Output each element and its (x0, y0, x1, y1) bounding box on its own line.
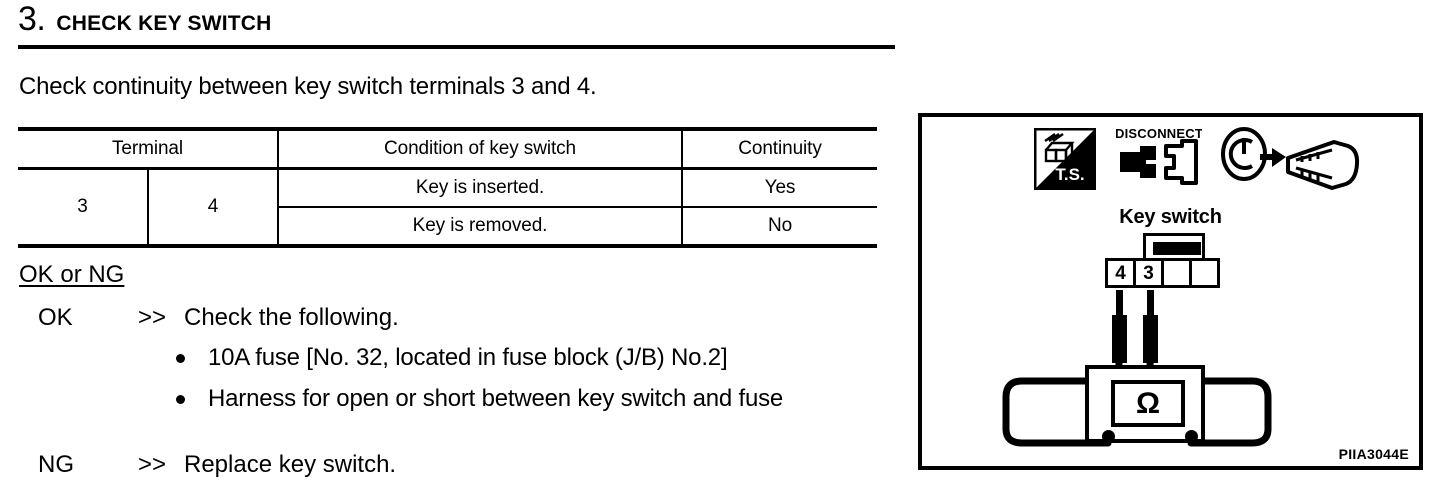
list-item: 10A fuse [No. 32, located in fuse block … (176, 342, 906, 373)
step-heading: 3. CHECK KEY SWITCH (18, 2, 272, 36)
key-switch-connector: 4 3 (1105, 233, 1239, 295)
continuity-table: Terminal Condition of key switch Continu… (18, 127, 877, 248)
figure-code: PIIA3044E (1338, 446, 1409, 462)
ohm-symbol-icon: Ω (1135, 386, 1161, 420)
cell-terminal-second: 4 (147, 167, 278, 244)
probe-tip-terminal-4 (1112, 315, 1127, 363)
intro-instruction: Check continuity between key switch term… (19, 73, 597, 100)
table-header-row: Terminal Condition of key switch Continu… (18, 127, 877, 169)
header-continuity: Continuity (681, 127, 877, 169)
step-title: CHECK KEY SWITCH (56, 12, 272, 35)
connector-cells: 4 3 (1105, 258, 1220, 288)
connector-cell-4: 4 (1105, 258, 1136, 288)
connector-cell-blank-2 (1189, 258, 1220, 288)
disconnect-icon: DISCONNECT (1116, 126, 1202, 185)
header-condition: Condition of key switch (277, 127, 682, 169)
heading-divider (18, 45, 895, 49)
cell-continuity-1: No (681, 206, 877, 244)
cell-condition-0: Key is inserted. (277, 167, 682, 207)
meter-terminal-right (1185, 430, 1198, 443)
table-row: Key is removed. No (18, 206, 877, 244)
judgement-ok-arrow: >> (138, 304, 167, 331)
list-item: Harness for open or short between key sw… (176, 383, 904, 414)
cell-condition-1: Key is removed. (277, 206, 682, 244)
table-bottom-rule (18, 242, 877, 248)
cell-continuity-0: Yes (681, 167, 877, 207)
wiring-diagram-panel: T.S. DISCONNECT Key switch (918, 113, 1423, 470)
judgement-ng-row: NG >> Replace key switch. (38, 450, 396, 480)
connector-cell-3: 3 (1133, 258, 1164, 288)
bullet-text: 10A fuse [No. 32, located in fuse block … (208, 344, 728, 371)
meter-terminal-left (1102, 430, 1115, 443)
svg-text:T.S.: T.S. (1055, 165, 1084, 184)
connector-tab (1143, 233, 1205, 261)
ohmmeter-display: Ω (1111, 380, 1185, 427)
judgement-ng-action: Replace key switch. (184, 451, 397, 478)
ohmmeter-body: Ω (1085, 365, 1205, 443)
judgement-heading: OK or NG (19, 261, 125, 288)
step-number: 3. (18, 0, 46, 38)
ts-icon: T.S. (1034, 128, 1096, 190)
bullet-dot-icon (176, 354, 185, 363)
bullet-dot-icon (176, 395, 185, 404)
header-terminal: Terminal (18, 127, 278, 169)
judgement-ok-row: OK >> Check the following. (38, 303, 399, 333)
probe-tip-terminal-3 (1143, 315, 1158, 363)
connector-tab-fill (1153, 242, 1201, 255)
judgement-ng-arrow: >> (138, 451, 167, 478)
judgement-ok-action: Check the following. (184, 304, 399, 331)
table-row: 3 4 Key is inserted. Yes (18, 167, 877, 244)
judgement-ng-label: NG (38, 451, 74, 478)
key-insert-icon (1221, 127, 1360, 190)
svg-text:DISCONNECT: DISCONNECT (1116, 126, 1202, 141)
cell-terminal-first: 3 (18, 167, 148, 244)
bullet-text: Harness for open or short between key sw… (208, 385, 784, 412)
component-label: Key switch (1119, 206, 1222, 228)
procedure-column: 3. CHECK KEY SWITCH Check continuity bet… (18, 2, 906, 480)
icon-row: T.S. DISCONNECT (1034, 124, 1374, 198)
judgement-ok-label: OK (38, 304, 73, 331)
